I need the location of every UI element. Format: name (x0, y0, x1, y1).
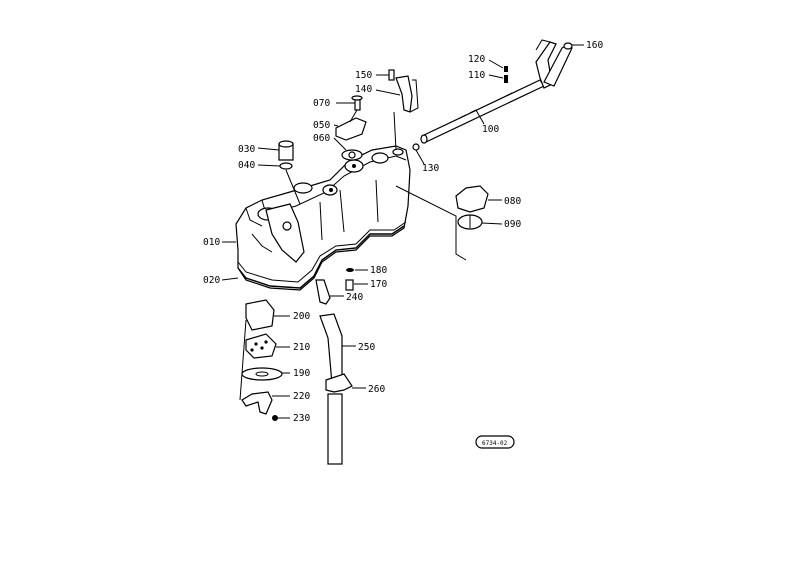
breather-plate (333, 95, 367, 161)
label-240: 240 (346, 292, 363, 303)
label-180: 180 (370, 265, 387, 276)
governor-assembly (239, 299, 290, 421)
oil-gauge-cap (395, 185, 503, 261)
mounting-bracket (375, 69, 419, 151)
label-120: 120 (468, 54, 485, 65)
label-220: 220 (293, 391, 310, 402)
label-170: 170 (370, 279, 387, 290)
pin-and-spring (412, 59, 508, 165)
oil-filler-cap (257, 140, 301, 205)
label-190: 190 (293, 368, 310, 379)
label-100: 100 (482, 124, 499, 135)
label-110: 110 (468, 70, 485, 81)
label-070: 070 (313, 98, 330, 109)
drawing-number-text: 6734-02 (482, 440, 508, 447)
label-140: 140 (355, 84, 372, 95)
label-040: 040 (238, 160, 255, 171)
drawing-number-stamp: 6734-02 (475, 435, 515, 449)
label-050: 050 (313, 120, 330, 131)
label-250: 250 (358, 342, 375, 353)
lever-handle (543, 42, 584, 87)
label-090: 090 (504, 219, 521, 230)
part-labels: 010 020 030 040 050 060 070 080 090 100 … (203, 40, 603, 424)
label-130: 130 (422, 163, 439, 174)
label-030: 030 (238, 144, 255, 155)
hose-fitting (345, 268, 368, 291)
cylinder-head-cover (235, 145, 411, 291)
label-060: 060 (313, 133, 330, 144)
label-260: 260 (368, 384, 385, 395)
breather-hoses (315, 279, 366, 465)
label-020: 020 (203, 275, 220, 286)
label-150: 150 (355, 70, 372, 81)
label-210: 210 (293, 342, 310, 353)
leader-lines (221, 241, 239, 281)
label-160: 160 (586, 40, 603, 51)
label-230: 230 (293, 413, 310, 424)
decompression-shaft (420, 39, 557, 144)
label-010: 010 (203, 237, 220, 248)
label-080: 080 (504, 196, 521, 207)
label-200: 200 (293, 311, 310, 322)
